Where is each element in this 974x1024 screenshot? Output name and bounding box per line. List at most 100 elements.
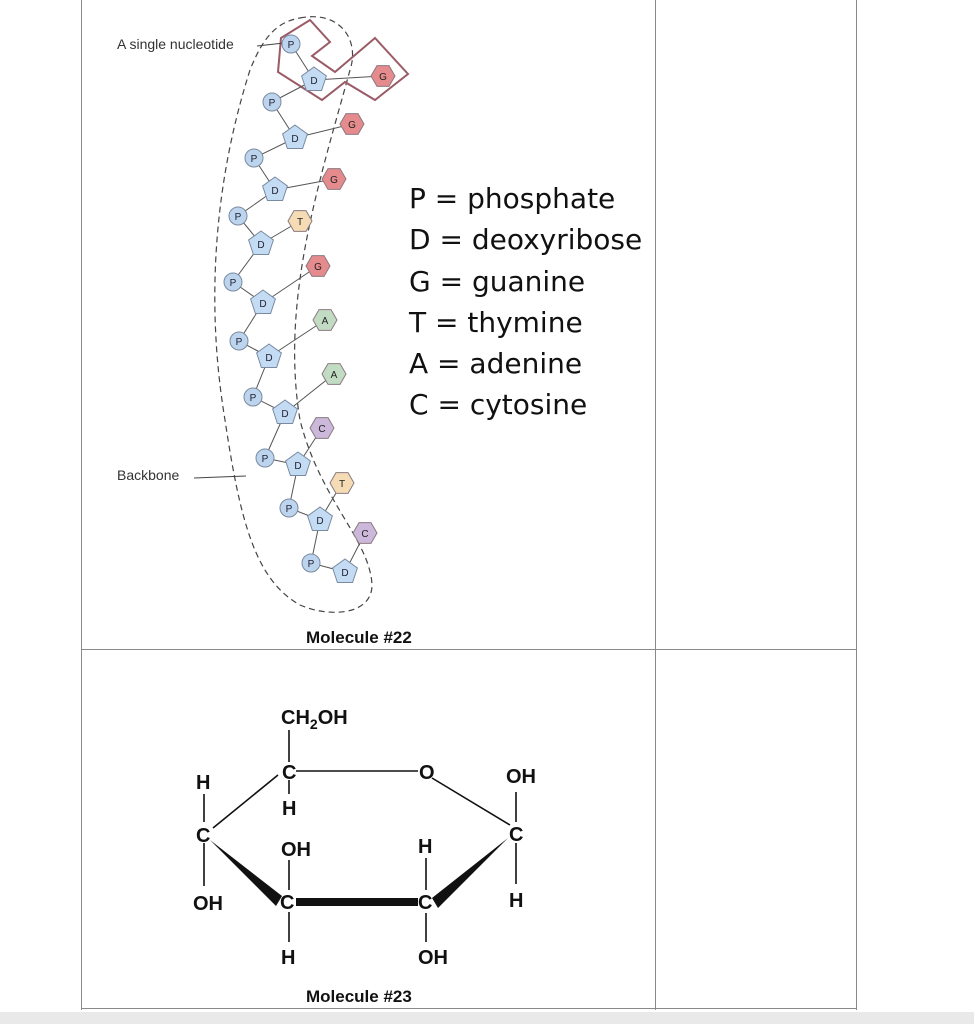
phosphate-label-5: P: [230, 278, 237, 289]
bold-bond-bottom: [296, 898, 418, 906]
table-border-left: [81, 0, 82, 1010]
nucleotide-6: P D A: [229, 309, 338, 398]
nucleotide-9: PDT: [279, 472, 355, 564]
base-label-8: C: [318, 424, 325, 435]
wedge-bond-right: [432, 838, 508, 908]
base-a-6: [312, 309, 338, 331]
legend: P = phosphate D = deoxyribose G = guanin…: [409, 178, 642, 426]
base-label-10: C: [361, 529, 368, 540]
nucleotide-3: P D G: [237, 148, 347, 217]
base-g-5: [305, 255, 331, 277]
nucleotide-7: P D A: [243, 363, 347, 459]
phosphate-label-8: P: [262, 454, 269, 465]
deoxyribose-label-10: D: [341, 568, 348, 579]
legend-cytosine: C = cytosine: [409, 388, 588, 422]
nucleotide-10: P D C: [301, 522, 378, 583]
h-atom-right-middle: H: [418, 836, 432, 858]
table-border-bottom: [81, 1008, 857, 1009]
nucleotide-4: P D T: [228, 206, 313, 283]
phosphate-label-6: P: [236, 337, 243, 348]
oh-atom-left: OH: [193, 893, 223, 915]
phosphate-9: [279, 498, 299, 518]
legend-adenine: A = adenine: [409, 347, 583, 381]
h-atom-bottom-left: H: [281, 947, 295, 969]
base-label-1: G: [379, 72, 387, 83]
legend-guanine: G = guanine: [409, 264, 586, 298]
phosphate-8: [255, 448, 275, 468]
phosphate-10: [301, 553, 321, 573]
deoxyribose-10: [332, 558, 358, 583]
base-t-4: [287, 210, 313, 232]
nucleotide-8: P D C: [255, 417, 335, 509]
deoxyribose-label-5: D: [259, 299, 266, 310]
h-atom-right: H: [509, 890, 523, 912]
phosphate-7: [243, 387, 263, 407]
c-atom-left: C: [196, 825, 210, 847]
deoxyribose-8: [285, 451, 311, 476]
deoxyribose-label-7: D: [281, 409, 288, 420]
molecule-23-caption: Molecule #23: [306, 987, 412, 1006]
deoxyribose-label-8: D: [294, 461, 301, 472]
base-c-10: [352, 522, 378, 544]
base-label-3: G: [330, 175, 338, 186]
single-nucleotide-label: A single nucleotide: [117, 36, 234, 52]
phosphate-4: [228, 206, 248, 226]
deoxyribose-6: [256, 343, 282, 368]
molecule-22-caption: Molecule #22: [306, 628, 412, 647]
legend-deoxyribose: D = deoxyribose: [409, 223, 643, 257]
base-g-3: [321, 168, 347, 190]
deoxyribose-7: [272, 399, 298, 424]
phosphate-label-4: P: [235, 212, 242, 223]
oh-atom-bottom-right: OH: [418, 947, 448, 969]
c-atom-bottom-left: C: [280, 892, 294, 914]
phosphate-label-10: P: [308, 559, 315, 570]
deoxyribose-label-9: D: [316, 516, 323, 527]
base-g-1: [370, 65, 396, 87]
deoxyribose-label-2: D: [291, 134, 298, 145]
base-t-9: [329, 472, 355, 494]
deoxyribose-5: [250, 289, 276, 314]
deoxyribose-label-6: D: [265, 353, 272, 364]
base-label-2: G: [348, 120, 356, 131]
c-atom-bottom-right: C: [418, 892, 432, 914]
phosphate-6: [229, 331, 249, 351]
phosphate-label-1: P: [288, 40, 295, 51]
base-label-5: G: [314, 262, 322, 273]
ring-structure-diagram: CH2OH C H O H C OH OH C H H C OH OH C H: [193, 707, 536, 969]
deoxyribose-2: [282, 124, 308, 149]
deoxyribose-1: [301, 66, 327, 91]
page-bottom-bar: [0, 1012, 974, 1024]
base-g-2: [339, 113, 365, 135]
c-atom-top-left: C: [282, 762, 296, 784]
phosphate-2: [262, 92, 282, 112]
phosphate-5: [223, 272, 243, 292]
h-atom-left: H: [196, 772, 210, 794]
table-row-divider: [81, 649, 857, 650]
phosphate-label-9: P: [286, 504, 293, 515]
nucleotide-2: P D G: [253, 92, 365, 159]
phosphate-1: [281, 34, 301, 54]
nucleotide-highlight-box: [276, 18, 410, 102]
base-label-4: T: [297, 217, 303, 228]
phosphate-label-2: P: [269, 98, 276, 109]
base-label-7: A: [331, 370, 338, 381]
backbone-label: Backbone: [117, 467, 180, 483]
nucleotide-5: P D G: [223, 255, 331, 342]
table-border-right: [856, 0, 857, 1010]
deoxyribose-label-4: D: [257, 240, 264, 251]
phosphate-label-7: P: [250, 393, 257, 404]
deoxyribose-4: [248, 230, 274, 255]
deoxyribose-9: [307, 506, 333, 531]
table-border-middle: [655, 0, 656, 1010]
deoxyribose-label-3: D: [271, 186, 278, 197]
h-atom-top-left: H: [282, 798, 296, 820]
base-c-8: [309, 417, 335, 439]
phosphate-label-3: P: [251, 154, 258, 165]
o-atom-ring: O: [419, 762, 435, 784]
base-label-6: A: [322, 316, 329, 327]
deoxyribose-3: [262, 176, 288, 201]
backbone-outline: [214, 16, 373, 613]
